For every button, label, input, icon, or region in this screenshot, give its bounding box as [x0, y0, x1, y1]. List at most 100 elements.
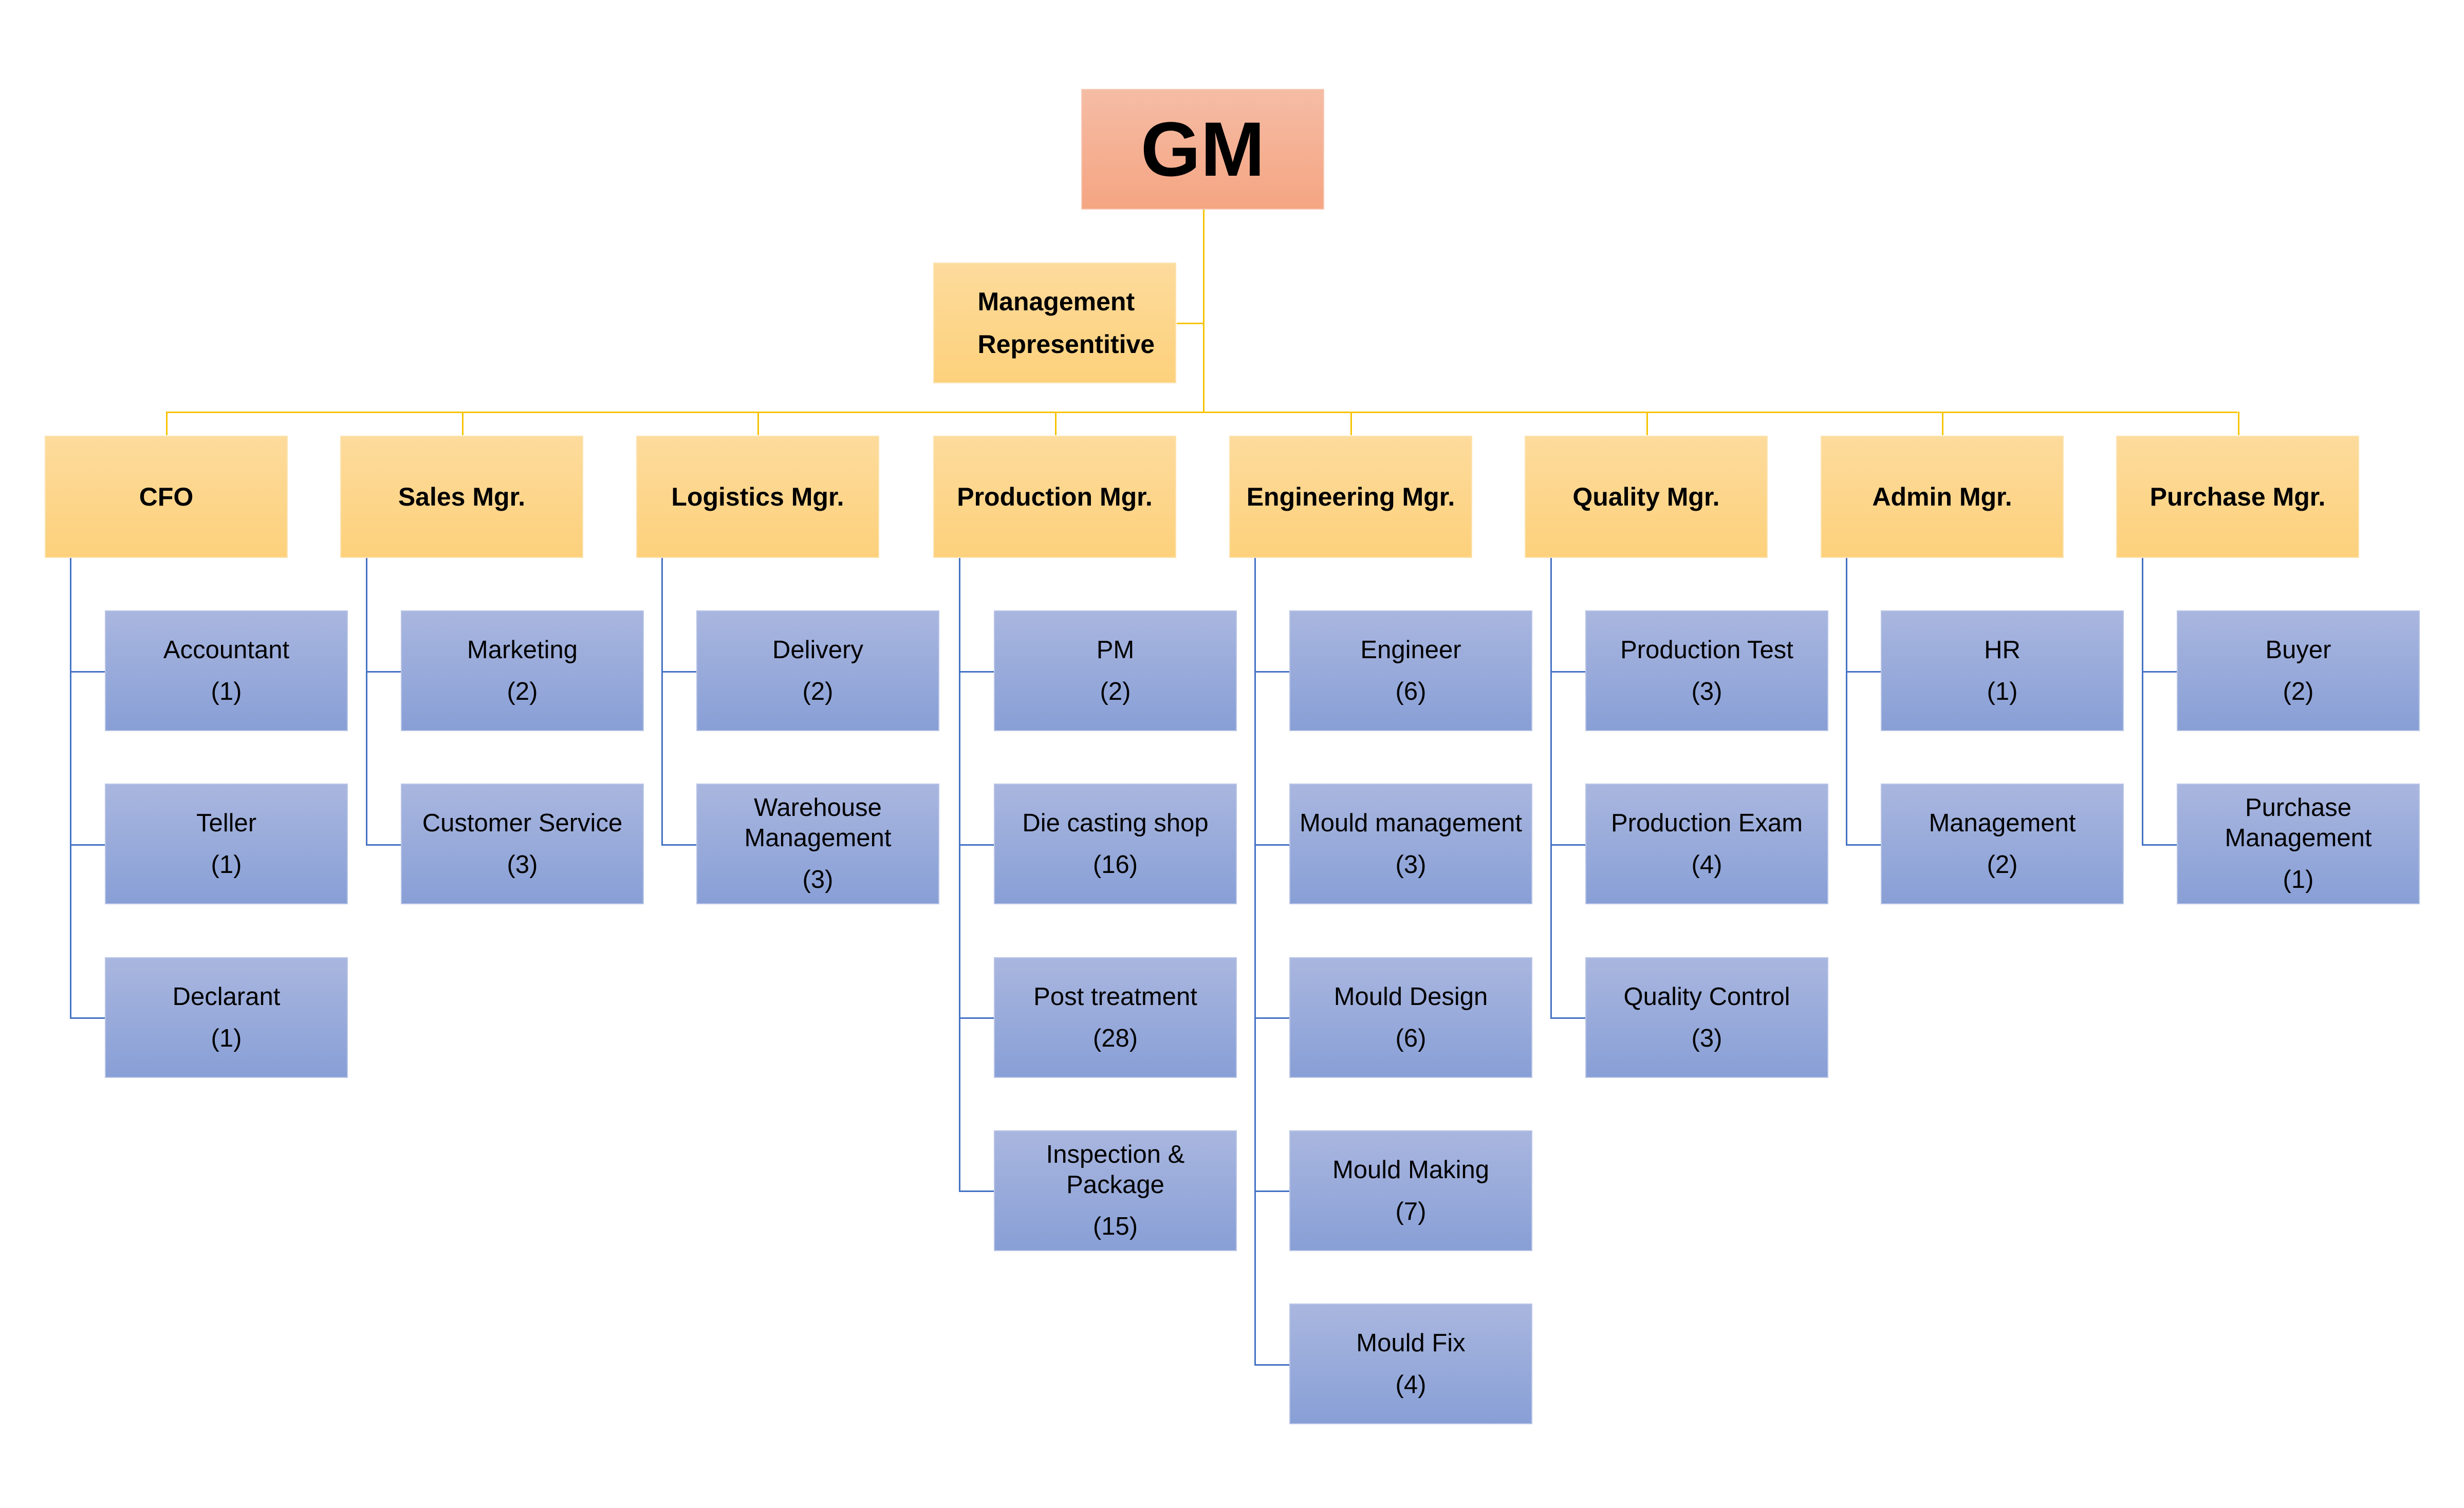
manager-label: Admin Mgr.	[1872, 482, 2012, 511]
manager-label: CFO	[139, 482, 194, 511]
manager-drop-connector	[1942, 412, 1943, 435]
team-name: Mould Design	[1333, 982, 1488, 1011]
manager-node[interactable]: Purchase Mgr.	[2116, 436, 2359, 558]
team-headcount: (3)	[1691, 1024, 1722, 1052]
team-stub-connector	[366, 844, 401, 846]
team-headcount: (1)	[211, 1024, 242, 1052]
team-name: Purchase Management	[2225, 794, 2372, 852]
team-headcount: (6)	[1395, 1024, 1426, 1052]
team-name: Mould Making	[1332, 1156, 1490, 1184]
manager-drop-connector	[1646, 412, 1648, 435]
team-stub-connector	[1254, 1364, 1289, 1366]
team-stub-connector	[1254, 844, 1289, 846]
gm-trunk-connector	[1203, 210, 1205, 412]
team-name: Accountant	[163, 636, 290, 664]
team-node[interactable]: Teller (1)	[105, 784, 348, 904]
team-stub-connector	[366, 671, 401, 673]
manager-node[interactable]: Engineering Mgr.	[1229, 436, 1472, 558]
team-node[interactable]: PM(2)	[994, 610, 1237, 731]
manager-label: Engineering Mgr.	[1246, 482, 1455, 511]
team-node[interactable]: Warehouse Management(3)	[696, 784, 939, 904]
team-name: Quality Control	[1623, 982, 1790, 1011]
team-node[interactable]: Quality Control (3)	[1585, 957, 1828, 1078]
team-node[interactable]: Management(2)	[1881, 784, 2124, 904]
team-headcount: (16)	[1092, 850, 1138, 879]
manager-label: Production Mgr.	[957, 482, 1153, 511]
assistant-connector	[1177, 323, 1203, 324]
team-name: Marketing	[467, 636, 578, 664]
manager-drop-connector	[757, 412, 759, 435]
team-spine-connector	[661, 558, 663, 844]
team-name: Buyer	[2265, 636, 2331, 664]
manager-node[interactable]: Sales Mgr.	[340, 436, 583, 558]
team-headcount: (1)	[1987, 677, 2018, 705]
manager-node[interactable]: CFO	[45, 436, 288, 558]
team-headcount: (3)	[1691, 677, 1722, 705]
manager-drop-connector	[1350, 412, 1352, 435]
team-spine-connector	[1550, 558, 1552, 1017]
team-name: Declarant	[172, 982, 281, 1011]
team-stub-connector	[70, 671, 105, 673]
team-headcount: (7)	[1395, 1197, 1426, 1225]
team-node[interactable]: Delivery(2)	[696, 610, 939, 731]
team-node[interactable]: Declarant (1)	[105, 957, 348, 1078]
manager-drop-connector	[462, 412, 464, 435]
team-node[interactable]: Mould Making (7)	[1289, 1130, 1532, 1251]
team-stub-connector	[959, 1017, 994, 1019]
team-node[interactable]: Die casting shop (16)	[994, 784, 1237, 904]
team-headcount: (4)	[1395, 1370, 1426, 1399]
team-stub-connector	[959, 671, 994, 673]
manager-node[interactable]: Quality Mgr.	[1525, 436, 1768, 558]
team-name: HR	[1984, 636, 2021, 664]
team-headcount: (3)	[802, 865, 833, 893]
team-node[interactable]: Accountant(1)	[105, 610, 348, 731]
gm-node[interactable]: GM	[1081, 89, 1324, 210]
team-name: Production Exam	[1610, 809, 1803, 837]
manager-bar-connector	[166, 412, 2237, 413]
team-spine-connector	[70, 558, 71, 1017]
team-stub-connector	[661, 671, 696, 673]
team-headcount: (1)	[211, 850, 242, 879]
team-name: Engineer	[1360, 636, 1461, 664]
team-headcount: (15)	[1092, 1212, 1138, 1240]
team-node[interactable]: Marketing(2)	[401, 610, 644, 731]
team-stub-connector	[1550, 1017, 1585, 1019]
team-node[interactable]: Inspection & Package (15)	[994, 1130, 1237, 1251]
team-node[interactable]: Customer Service(3)	[401, 784, 644, 904]
team-headcount: (3)	[1395, 850, 1426, 879]
team-node[interactable]: Purchase Management(1)	[2177, 784, 2420, 904]
team-spine-connector	[2142, 558, 2143, 844]
team-node[interactable]: Production Test (3)	[1585, 610, 1828, 731]
team-stub-connector	[1550, 844, 1585, 846]
team-headcount: (4)	[1691, 850, 1722, 879]
team-headcount: (2)	[1987, 850, 2018, 879]
team-headcount: (6)	[1395, 677, 1426, 705]
team-node[interactable]: Post treatment(28)	[994, 957, 1237, 1078]
manager-node[interactable]: Logistics Mgr.	[636, 436, 879, 558]
team-node[interactable]: Buyer (2)	[2177, 610, 2420, 731]
manager-node[interactable]: Admin Mgr.	[1821, 436, 2064, 558]
team-node[interactable]: Mould Fix(4)	[1289, 1304, 1532, 1424]
team-stub-connector	[1254, 1190, 1289, 1192]
team-name: Die casting shop	[1022, 809, 1209, 837]
manager-drop-connector	[1055, 412, 1057, 435]
team-headcount: (28)	[1092, 1024, 1138, 1052]
team-node[interactable]: Engineer (6)	[1289, 610, 1532, 731]
manager-label: Quality Mgr.	[1572, 482, 1720, 511]
team-node[interactable]: Mould Design (6)	[1289, 957, 1532, 1078]
team-headcount: (2)	[2283, 677, 2314, 705]
management-representative-node[interactable]: Management Representitive	[933, 263, 1176, 383]
management-representative-label: Management Representitive	[977, 287, 1155, 359]
team-name: Teller	[196, 809, 257, 837]
team-stub-connector	[1846, 671, 1881, 673]
team-headcount: (2)	[802, 677, 833, 705]
manager-node[interactable]: Production Mgr.	[933, 436, 1176, 558]
team-name: Inspection & Package	[1046, 1141, 1185, 1199]
team-node[interactable]: Mould management(3)	[1289, 784, 1532, 904]
team-node[interactable]: HR (1)	[1881, 610, 2124, 731]
team-name: Production Test	[1620, 636, 1793, 664]
team-node[interactable]: Production Exam (4)	[1585, 784, 1828, 904]
manager-label: Logistics Mgr.	[671, 482, 844, 511]
team-name: Customer Service	[422, 809, 623, 837]
